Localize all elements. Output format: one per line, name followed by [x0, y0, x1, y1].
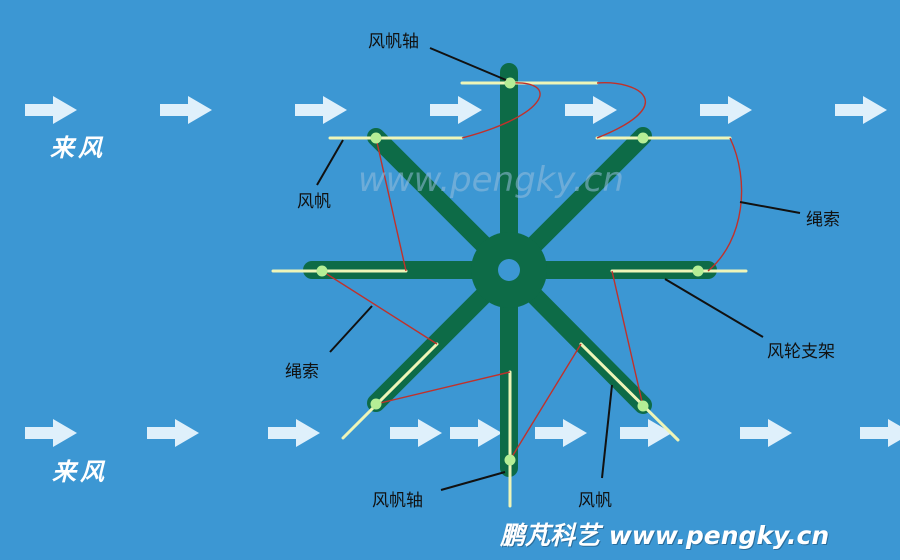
label-frame: 风轮支架 — [767, 342, 835, 362]
wind-label-top: 来风 — [50, 134, 106, 162]
label-rope-left: 绳索 — [285, 362, 319, 382]
leader-frame — [664, 278, 764, 338]
wind-arrow-icon — [160, 96, 212, 124]
pivot-point — [504, 454, 516, 466]
wind-arrow-icon — [620, 419, 672, 447]
label-sail-bottom: 风帆 — [578, 491, 612, 511]
wind-label-bottom: 来风 — [52, 458, 108, 486]
wind-arrow-icon — [25, 419, 77, 447]
pivot-point — [316, 265, 328, 277]
ropes — [321, 82, 743, 461]
wind-arrow-icon — [565, 96, 617, 124]
rope-top-right — [596, 82, 647, 139]
footer-credit: 鹏芃科艺 www.pengky.cn — [500, 521, 830, 550]
hub-hole — [498, 259, 520, 281]
label-mast-bottom: 风帆轴 — [372, 491, 423, 511]
wind-arrow-icon — [430, 96, 482, 124]
rope-right — [611, 270, 644, 407]
label-rope-right: 绳索 — [806, 210, 840, 230]
leader-sail-left — [316, 139, 344, 186]
wind-arrow-icon — [450, 419, 502, 447]
watermark: www.pengky.cn — [358, 160, 624, 200]
pivot-point — [370, 132, 382, 144]
wind-arrow-icon — [700, 96, 752, 124]
leader-mast-bottom — [440, 471, 506, 491]
wind-arrow-icon — [740, 419, 792, 447]
leader-lines — [316, 47, 801, 491]
wind-arrow-icon — [860, 419, 900, 447]
pivot-point — [637, 132, 649, 144]
label-mast-top: 风帆轴 — [368, 32, 419, 52]
pivot-point — [504, 77, 516, 89]
wind-arrow-icon — [390, 419, 442, 447]
sail-lower-right — [579, 342, 680, 442]
sails — [271, 81, 748, 508]
pivot-point — [370, 398, 382, 410]
wind-arrow-icon — [268, 419, 320, 447]
rope-upper-left — [375, 137, 407, 272]
wind-arrow-icon — [147, 419, 199, 447]
rope-left — [321, 270, 438, 345]
rope-bottom — [509, 343, 582, 461]
leader-rope-left — [329, 305, 373, 353]
label-sail-left: 风帆 — [297, 192, 331, 212]
wind-arrow-icon — [25, 96, 77, 124]
pivot-point — [692, 265, 704, 277]
wind-arrows-top — [25, 96, 887, 124]
sail-lower-left — [341, 342, 439, 440]
sail-pivots — [316, 77, 704, 466]
wind-arrow-icon — [535, 419, 587, 447]
leader-mast-top — [429, 47, 507, 81]
wind-arrows-bottom — [25, 419, 900, 447]
leader-rope-right — [739, 201, 801, 214]
pivot-point — [637, 400, 649, 412]
rope-top-left — [461, 82, 541, 139]
leader-sail-bottom — [601, 384, 613, 479]
rope-lower-left — [375, 371, 511, 405]
rope-upper-right — [707, 137, 743, 272]
wind-arrow-icon — [835, 96, 887, 124]
wind-arrow-icon — [295, 96, 347, 124]
